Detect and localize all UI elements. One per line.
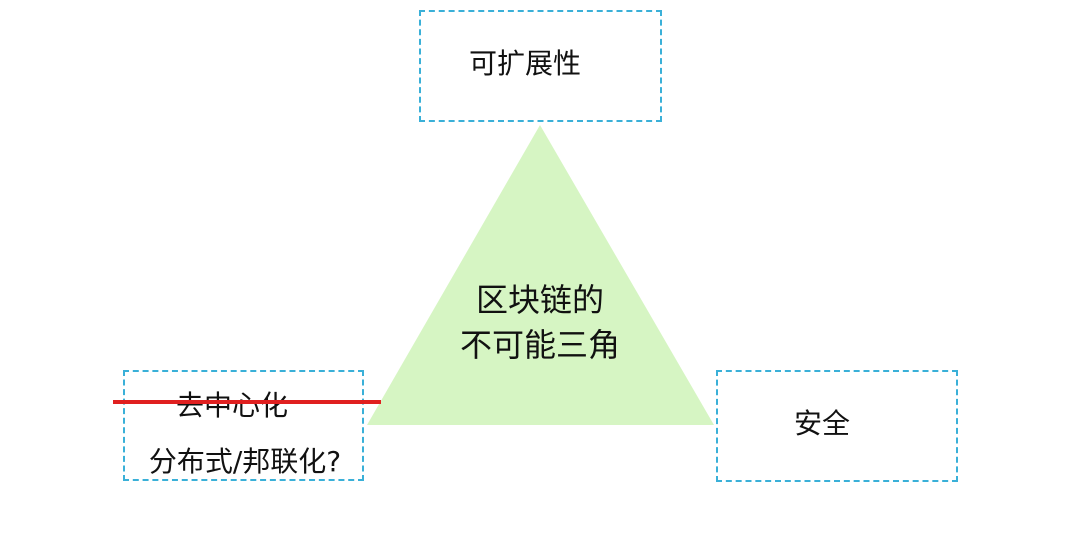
alternative-label: 分布式/邦联化? bbox=[148, 445, 342, 478]
decentralization-box bbox=[123, 370, 364, 481]
security-box bbox=[716, 370, 958, 482]
security-label: 安全 bbox=[793, 407, 851, 440]
impossible-triangle bbox=[367, 125, 714, 425]
triangle-title-line2: 不可能三角 bbox=[459, 326, 621, 364]
decentralization-label: 去中心化 bbox=[175, 389, 289, 422]
scalability-box bbox=[419, 10, 662, 122]
triangle-title-line1: 区块链的 bbox=[475, 281, 605, 319]
scalability-label: 可扩展性 bbox=[468, 47, 582, 80]
